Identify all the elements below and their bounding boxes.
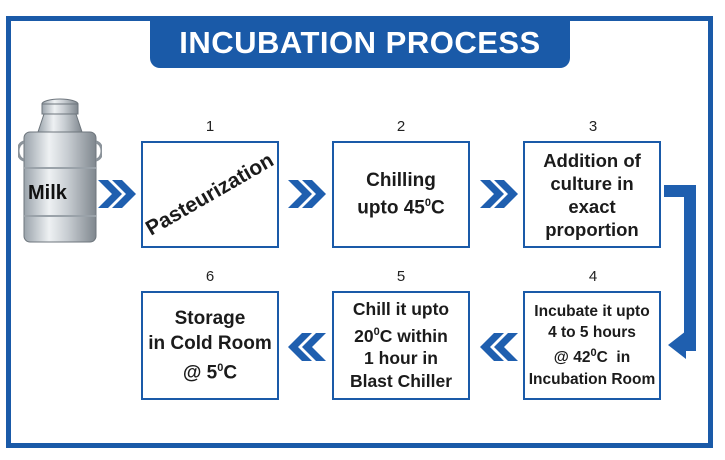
diagram-title: INCUBATION PROCESS <box>179 25 541 60</box>
step-6-line3-pre: @ 5 <box>182 362 218 384</box>
step-4-line2: 4 to 5 hours <box>548 324 636 342</box>
step-5-line3: 1 hour in <box>364 348 438 369</box>
title-banner: INCUBATION PROCESS <box>150 18 570 68</box>
step-box-chilling: Chilling upto 450C <box>332 141 470 248</box>
step-6-line3-post: C <box>223 362 238 384</box>
step-4-line3-post: C in <box>596 349 631 367</box>
step-1-text: Pasteurization <box>142 148 278 241</box>
step-3-line3: exact <box>568 195 616 217</box>
arrow-step5-to-step6-icon <box>288 333 326 361</box>
step-5-line2-sup: 0 <box>373 325 380 338</box>
step-6-line2: in Cold Room <box>148 332 272 354</box>
step-5-line1: Chill it upto <box>352 298 450 319</box>
step-number-5: 5 <box>396 268 406 285</box>
step-2-line2-pre: upto 45 <box>357 197 425 219</box>
step-box-culture-addition: Addition of culture in exact proportion <box>523 141 661 248</box>
step-4-line3-sup: 0 <box>590 347 597 360</box>
arrow-step4-to-step5-icon <box>480 333 518 361</box>
step-box-incubation: Incubate it upto 4 to 5 hours @ 420C in … <box>523 291 661 400</box>
step-5-line2-post: C within <box>379 325 448 346</box>
arrow-step2-to-step3-icon <box>480 180 518 208</box>
step-2-line2-post: C <box>430 197 445 219</box>
step-number-1: 1 <box>205 118 215 135</box>
step-4-line3-pre: @ 42 <box>553 349 591 367</box>
milk-can-image <box>18 98 102 243</box>
step-5-line2-pre: 20 <box>354 325 374 346</box>
step-5-line4: Blast Chiller <box>349 371 453 392</box>
step-number-2: 2 <box>396 118 406 135</box>
step-2-line1: Chilling <box>366 170 436 192</box>
step-4-line4: Incubation Room <box>528 370 656 388</box>
arrow-step1-to-step2-icon <box>288 180 326 208</box>
step-3-line4: proportion <box>545 218 639 240</box>
step-number-3: 3 <box>588 118 598 135</box>
step-3-line1: Addition of <box>543 149 641 171</box>
step-6-line3-sup: 0 <box>217 361 224 374</box>
step-6-line1: Storage <box>174 307 246 329</box>
step-2-line2-sup: 0 <box>424 197 431 210</box>
step-box-blast-chilling: Chill it upto 200C within 1 hour in Blas… <box>332 291 470 400</box>
step-4-line1: Incubate it upto <box>534 303 650 321</box>
milk-label: Milk <box>28 182 67 204</box>
arrow-milk-to-step1-icon <box>98 180 136 208</box>
step-box-cold-storage: Storage in Cold Room @ 50C <box>141 291 279 400</box>
step-3-line2: culture in <box>550 172 634 194</box>
step-number-4: 4 <box>588 268 598 285</box>
connector-step3-to-step4-icon <box>664 185 696 359</box>
step-number-6: 6 <box>205 268 215 285</box>
step-box-pasteurization: Pasteurization <box>141 141 279 248</box>
